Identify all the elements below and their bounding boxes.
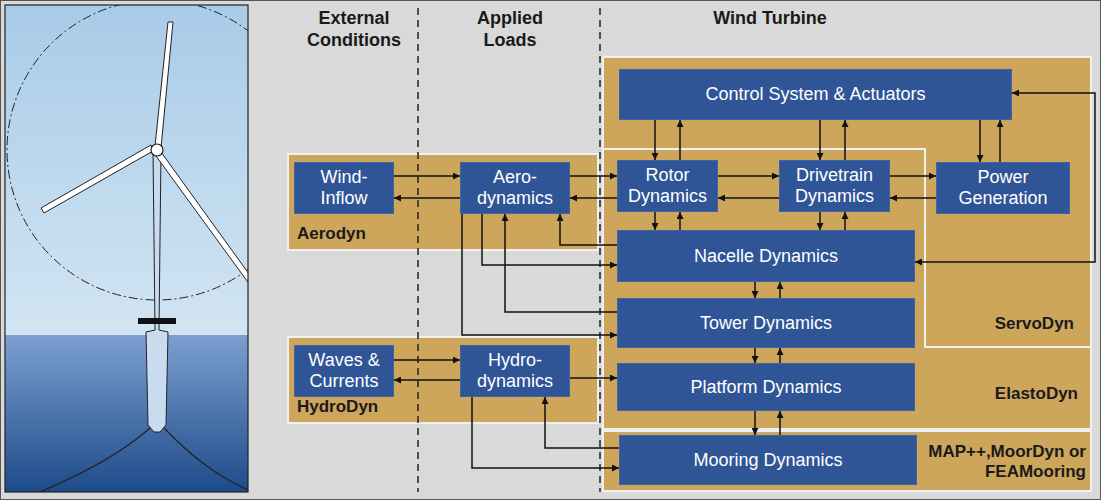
flow-arrow xyxy=(394,175,460,177)
box-label: Aero- dynamics xyxy=(467,167,563,208)
box-label: Power Generation xyxy=(943,167,1063,208)
flow-arrow xyxy=(718,197,779,199)
box-label: Rotor Dynamics xyxy=(624,165,711,206)
flow-arrow xyxy=(482,214,617,265)
flow-arrow xyxy=(819,212,821,230)
process-box: Control System & Actuators xyxy=(619,69,1012,120)
process-box: Wind- Inflow xyxy=(294,162,394,214)
flow-arrow xyxy=(679,120,681,160)
box-label: Control System & Actuators xyxy=(705,84,925,105)
flow-arrow xyxy=(472,397,619,468)
flow-arrow xyxy=(819,120,821,160)
flow-arrow xyxy=(779,348,781,363)
flow-arrow xyxy=(654,212,656,230)
module-name: ServoDyn xyxy=(995,314,1074,334)
process-box: Drivetrain Dynamics xyxy=(779,160,890,212)
flow-arrow xyxy=(394,359,460,361)
process-box: Nacelle Dynamics xyxy=(617,230,915,282)
process-box: Power Generation xyxy=(936,162,1070,214)
box-label: Mooring Dynamics xyxy=(693,450,842,471)
flow-arrow xyxy=(570,175,617,177)
column-header: External Conditions xyxy=(296,8,412,51)
flow-arrow xyxy=(654,120,656,160)
flow-arrow xyxy=(844,120,846,160)
box-label: Nacelle Dynamics xyxy=(694,246,838,267)
flow-arrow xyxy=(754,411,756,435)
process-box: Rotor Dynamics xyxy=(617,160,718,212)
process-box: Platform Dynamics xyxy=(617,363,915,411)
module-region: HydroDyn Waves & Currents Hydro- dynamics xyxy=(287,336,599,424)
flow-arrow xyxy=(718,175,779,177)
box-label: Hydro- dynamics xyxy=(467,350,563,391)
flow-arrow xyxy=(890,175,936,177)
flow-arrow xyxy=(505,214,617,312)
column-header: Wind Turbine xyxy=(690,8,850,30)
module-region: Aerodyn Wind- Inflow Aero- dynamics xyxy=(287,153,599,251)
module-name: ElastoDyn xyxy=(995,384,1078,404)
flow-arrow xyxy=(754,348,756,363)
flow-arrow xyxy=(394,379,460,381)
process-box: Tower Dynamics xyxy=(617,298,915,348)
box-label: Platform Dynamics xyxy=(690,377,841,398)
module-name: Aerodyn xyxy=(297,224,366,244)
box-label: Tower Dynamics xyxy=(700,313,832,334)
process-box: Aero- dynamics xyxy=(460,162,570,214)
flow-arrow xyxy=(570,197,617,199)
flow-arrow xyxy=(979,120,981,162)
column-header: Applied Loads xyxy=(452,8,568,51)
flow-arrow xyxy=(915,93,1095,262)
process-box: Waves & Currents xyxy=(294,345,394,397)
flow-arrow xyxy=(754,282,756,298)
flow-arrow xyxy=(999,120,1001,162)
process-box: Hydro- dynamics xyxy=(460,345,570,397)
flow-arrow xyxy=(779,282,781,298)
module-name: HydroDyn xyxy=(297,397,378,417)
flow-arrow xyxy=(570,377,617,379)
box-label: Drivetrain Dynamics xyxy=(786,165,883,206)
flow-arrow xyxy=(679,212,681,230)
box-label: Waves & Currents xyxy=(301,350,387,391)
flow-arrow xyxy=(545,397,619,448)
process-box: Mooring Dynamics xyxy=(619,435,917,485)
flow-arrow xyxy=(890,197,936,199)
turbine-figure xyxy=(5,5,248,492)
box-label: Wind- Inflow xyxy=(301,167,387,208)
column-divider xyxy=(417,8,419,492)
flow-arrow xyxy=(560,214,617,245)
flow-arrow xyxy=(779,411,781,435)
column-divider xyxy=(599,8,601,492)
module-region: MAP++,MoorDyn or FEAMooring Mooring Dynam… xyxy=(602,430,1092,492)
module-name: MAP++,MoorDyn or FEAMooring xyxy=(920,442,1086,481)
flow-arrow xyxy=(394,197,460,199)
flow-arrow xyxy=(462,214,617,335)
flow-arrow xyxy=(844,212,846,230)
